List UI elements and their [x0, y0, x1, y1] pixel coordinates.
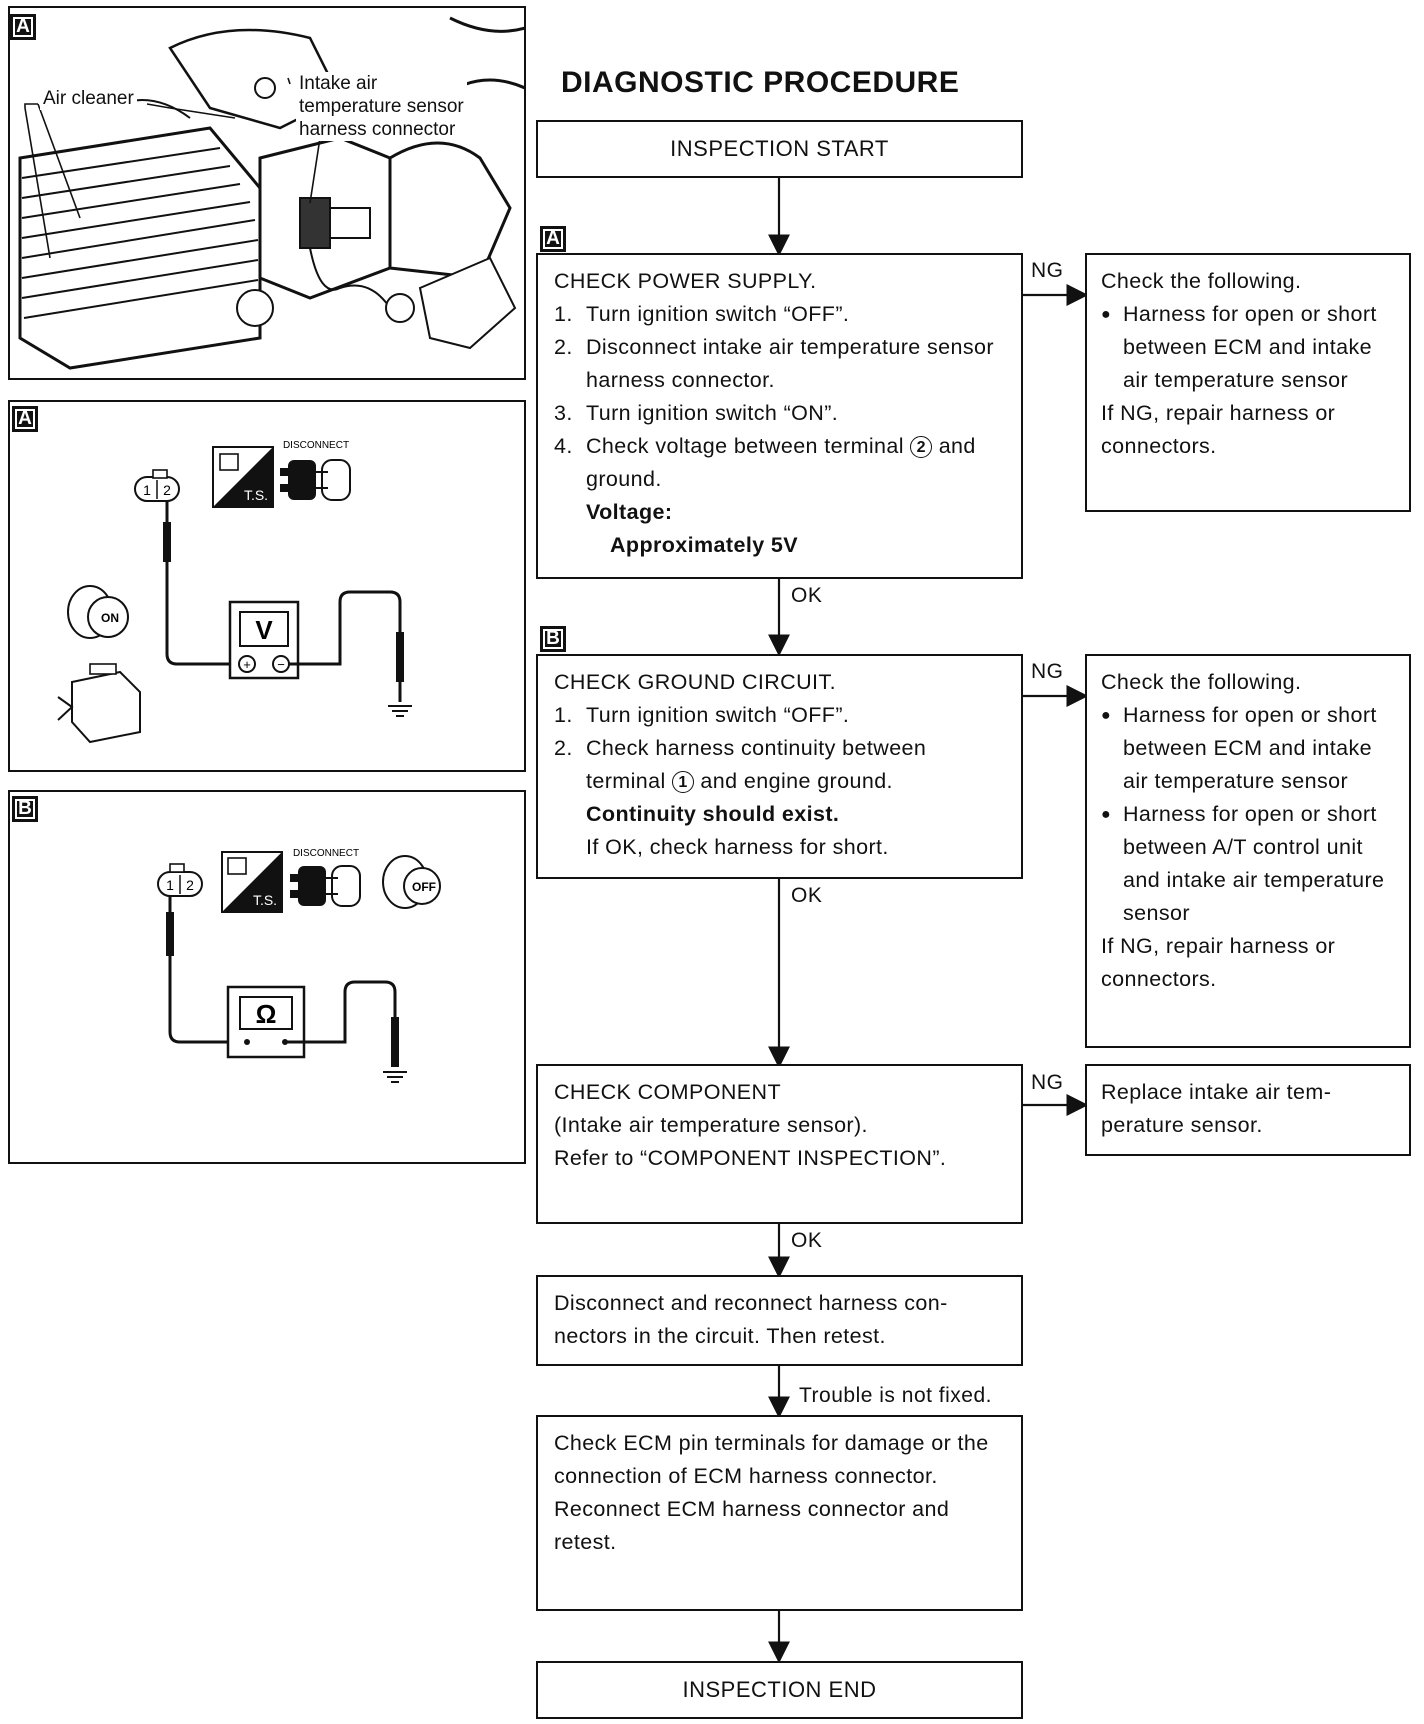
key-on-label: ON: [101, 611, 119, 625]
step-a-ng-box: Check the following. Harness for open or…: [1085, 253, 1411, 512]
step-b-ok-label: OK: [791, 884, 823, 907]
list-item: Harness for open or short between ECM an…: [1101, 699, 1397, 798]
inspection-start-box: INSPECTION START: [536, 120, 1023, 178]
step-a-heading: CHECK POWER SUPPLY.: [554, 269, 817, 293]
step-b-ng-label: NG: [1031, 660, 1064, 683]
key-off-label: OFF: [412, 880, 436, 894]
figure-tag-a-circuit: A: [12, 406, 38, 432]
step-a-tag: A: [540, 226, 566, 252]
engine-bay-illustration: A Air cleaner Intake air temperature sen…: [8, 6, 526, 380]
list-item: Harness for open or short between A/T co…: [1101, 798, 1397, 930]
ts-label: T.S.: [244, 487, 268, 503]
list-item: 1.Turn ignition switch “OFF”.: [554, 302, 850, 326]
ts-label: T.S.: [253, 892, 277, 908]
step-c-ng-label: NG: [1031, 1071, 1064, 1094]
svg-text:+: +: [243, 657, 251, 672]
trouble-not-fixed-label: Trouble is not fixed.: [799, 1384, 992, 1407]
disconnect-label: DISCONNECT: [293, 848, 359, 859]
reconnect-connectors-box: Disconnect and reconnect harness con­nec…: [536, 1275, 1023, 1366]
voltage-circuit: 1 2 V + − T.S. DISCONNECT ON: [57, 440, 412, 744]
list-item: 2.Check harness continuity between termi…: [554, 736, 927, 793]
step-c-ok-label: OK: [791, 1229, 823, 1252]
check-ecm-box: Check ECM pin terminals for damage or th…: [536, 1415, 1023, 1611]
list-item: Harness for open or short between ECM an…: [1101, 298, 1397, 397]
air-cleaner-label: Air cleaner: [40, 88, 137, 110]
voltage-spec-value: Approximately 5V: [610, 533, 799, 557]
step-b-tag: B: [540, 626, 566, 652]
terminal-badge: 1: [672, 771, 695, 793]
terminal-badge: 2: [910, 436, 933, 458]
check-component-box: CHECK COMPONENT (Intake air temperature …: [536, 1064, 1023, 1224]
voltage-spec-label: Voltage:: [586, 500, 673, 524]
connector-pin-1: 1: [166, 877, 174, 893]
figure-tag-a-photo: A: [10, 14, 36, 40]
step-a-list: 1.Turn ignition switch “OFF”. 2.Disconne…: [554, 298, 1007, 496]
step-b-heading: CHECK GROUND CIRCUIT.: [554, 670, 836, 694]
list-item: 4.Check voltage between terminal 2 and g…: [554, 434, 976, 491]
voltage-check-diagram: A 1 2 V + − T.S. DISCONNECT: [8, 400, 526, 772]
connector-pin-2: 2: [186, 877, 194, 893]
step-a-ok-label: OK: [791, 584, 823, 607]
continuity-check-diagram: B 1 2 Ω T.S. DISCONNECT OFF: [8, 790, 526, 1164]
list-item: 1.Turn ignition switch “OFF”.: [554, 703, 850, 727]
sensor-connector-label: Intake air temperature sensor harness co…: [296, 72, 467, 141]
continuity-spec: Continuity should exist.: [586, 802, 840, 826]
list-item: 2.Disconnect intake air temperature sens…: [554, 335, 994, 392]
connector-pin-1: 1: [143, 482, 151, 498]
ohmmeter-symbol: Ω: [256, 999, 277, 1029]
step-b-note: If OK, check harness for short.: [586, 835, 889, 859]
step-c-ng-box: Replace intake air tem­perature sensor.: [1085, 1064, 1411, 1156]
check-power-supply-box: CHECK POWER SUPPLY. 1.Turn ignition swit…: [536, 253, 1023, 579]
check-ground-circuit-box: CHECK GROUND CIRCUIT. 1.Turn ignition sw…: [536, 654, 1023, 879]
voltmeter-symbol: V: [255, 615, 273, 645]
disconnect-label: DISCONNECT: [283, 440, 349, 451]
step-b-list: 1.Turn ignition switch “OFF”. 2.Check ha…: [554, 699, 1007, 798]
step-b-ng-box: Check the following. Harness for open or…: [1085, 654, 1411, 1048]
continuity-circuit: 1 2 Ω T.S. DISCONNECT OFF: [157, 848, 441, 1083]
step-a-ng-label: NG: [1031, 259, 1064, 282]
connector-pin-2: 2: [163, 482, 171, 498]
list-item: 3.Turn ignition switch “ON”.: [554, 401, 839, 425]
page-title: DIAGNOSTIC PROCEDURE: [561, 66, 960, 99]
svg-text:−: −: [277, 657, 285, 672]
inspection-end-box: INSPECTION END: [536, 1661, 1023, 1719]
figure-tag-b-circuit: B: [12, 796, 38, 822]
